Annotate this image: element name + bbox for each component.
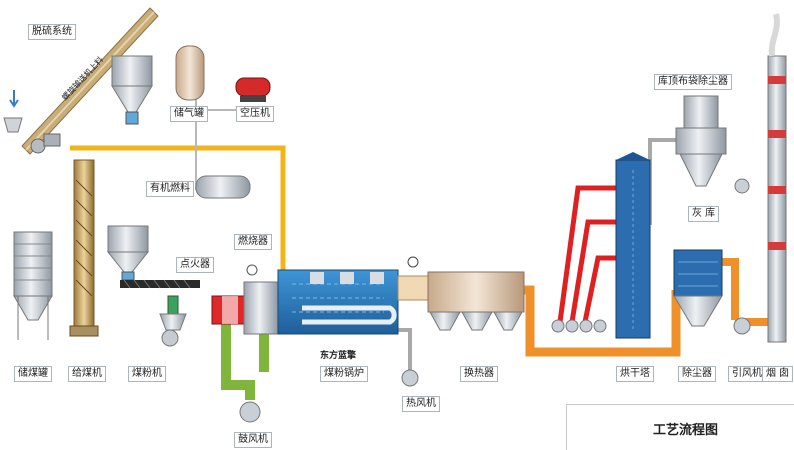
pulverizer-mill [159, 295, 187, 347]
orange-pipe [522, 285, 681, 357]
chimney [767, 13, 787, 343]
label-hot-fan: 热风机 [402, 396, 440, 412]
label-dust-collector: 除尘器 [678, 366, 716, 382]
label-feeder: 给煤机 [68, 366, 106, 382]
label-organic-fuel: 有机燃料 [146, 181, 194, 197]
red-pipe-1 [557, 185, 616, 323]
arrow-down-icon [9, 90, 19, 108]
gray-pipe-hotfan [398, 328, 412, 372]
ash-bin-fan [734, 178, 750, 194]
label-warehouse-dust: 库顶布袋除尘器 [654, 74, 732, 90]
label-burner: 燃烧器 [234, 234, 272, 250]
gas-tank [175, 45, 205, 101]
red-pipe-2 [569, 219, 616, 323]
organic-fuel-tank [195, 175, 251, 199]
label-gas-tank: 储气罐 [170, 106, 208, 122]
pulverized-coal-boiler [277, 269, 429, 335]
heat-exchanger [427, 271, 525, 331]
coal-feeder [69, 159, 99, 337]
label-pulverizer: 煤粉机 [128, 366, 166, 382]
label-coal-bunker: 储煤罐 [14, 366, 52, 382]
label-blower: 鼓风机 [234, 432, 272, 448]
diagram-title: 工艺流程图 [653, 423, 719, 438]
burner-assembly [211, 264, 279, 335]
dryer-fans [551, 319, 607, 333]
label-chimney: 烟 囱 [762, 366, 794, 382]
pressure-gauge-icon [407, 256, 419, 268]
label-igniter: 点火器 [176, 257, 214, 273]
label-boiler: 煤粉锅炉 [320, 366, 368, 382]
warehouse-bag-filter [675, 95, 727, 187]
drying-tower [615, 152, 651, 339]
red-pipe-3 [582, 255, 616, 323]
dust-collector [673, 249, 723, 327]
air-compressor [235, 77, 271, 102]
label-heat-exchanger: 换热器 [460, 366, 498, 382]
title-box: 工艺流程图 [566, 404, 794, 450]
label-compressor: 空压机 [236, 106, 274, 122]
top-silo [111, 55, 153, 125]
label-dryer: 烘干塔 [616, 366, 654, 382]
green-pipe [221, 318, 255, 400]
screw-conveyor [21, 7, 159, 155]
pulverizer-hopper [106, 225, 200, 289]
hot-air-fan [401, 369, 419, 387]
label-ash-bin: 灰 库 [688, 206, 720, 222]
brand-name: 东方蓝擎 [320, 351, 357, 361]
label-induced-fan: 引风机 [728, 366, 766, 382]
blower-fan [239, 401, 261, 423]
label-desulfurization: 脱硫系统 [28, 24, 76, 40]
hopper-small [3, 117, 23, 133]
coal-bunker [13, 231, 53, 340]
induced-draft-fan [733, 317, 751, 335]
